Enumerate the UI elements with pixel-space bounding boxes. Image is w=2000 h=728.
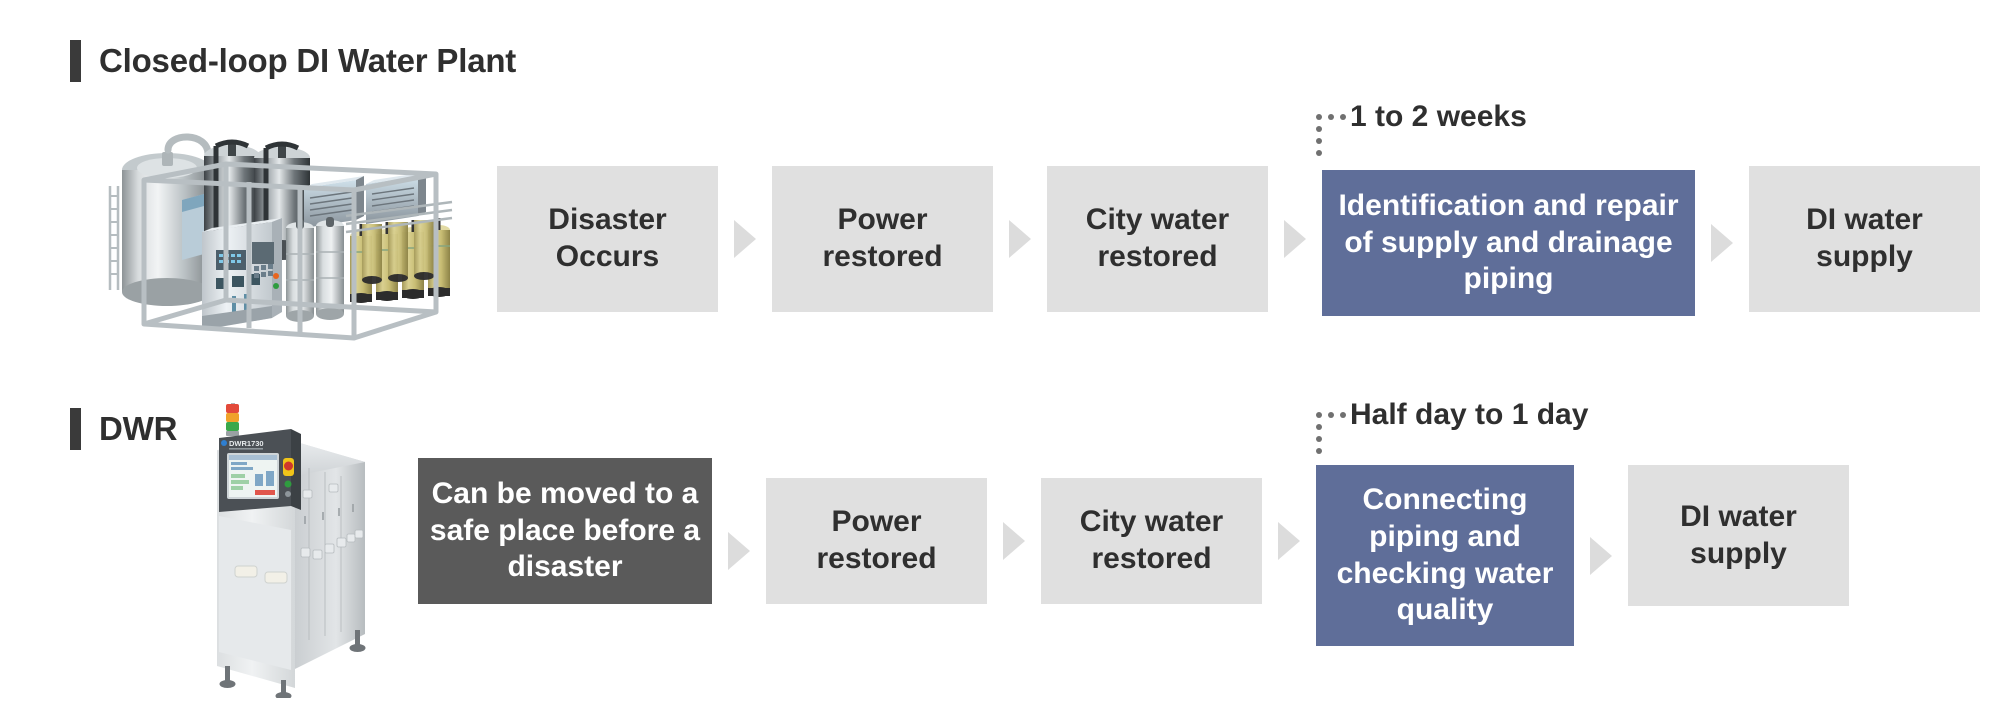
section-heading-dwr: DWR — [70, 408, 177, 450]
flow-arrow-1 — [718, 166, 772, 312]
triangle-right-icon — [1278, 522, 1300, 560]
triangle-right-icon — [728, 532, 750, 570]
flow-step-di-water-supply[interactable]: DI water supply — [1628, 465, 1849, 606]
triangle-right-icon — [1711, 224, 1733, 262]
duration-label: Half day to 1 day — [1350, 398, 1589, 431]
triangle-right-icon — [1003, 522, 1025, 560]
triangle-right-icon — [1009, 220, 1031, 258]
flow-row-closed-loop: Disaster Occurs Power restored City wate… — [497, 166, 1980, 316]
flow-step-city-water-restored[interactable]: City water restored — [1047, 166, 1268, 312]
duration-callout-2: Half day to 1 day — [1316, 400, 1588, 456]
flow-arrow-4 — [1695, 170, 1749, 316]
section-title: DWR — [99, 410, 178, 447]
duration-callout-1: 1 to 2 weeks — [1316, 102, 1527, 158]
dwr-panel-brand: DWR1730 — [229, 439, 264, 448]
flow-step-label: DI water supply — [1680, 499, 1797, 570]
triangle-right-icon — [734, 220, 756, 258]
closed-loop-di-water-plant-illustration — [104, 124, 464, 350]
flow-row-dwr: Can be moved to a safe place before a di… — [418, 458, 1849, 646]
section-heading-closed-loop: Closed-loop DI Water Plant — [70, 40, 516, 82]
flow-step-label: DI water supply — [1806, 203, 1923, 273]
flow-arrow-6 — [987, 478, 1041, 604]
flow-step-city-water-restored[interactable]: City water restored — [1041, 478, 1262, 604]
flow-arrow-8 — [1574, 465, 1628, 646]
flow-arrow-3 — [1268, 166, 1322, 312]
triangle-right-icon — [1590, 536, 1612, 575]
flow-step-connecting-piping-checking-water-quality[interactable]: Connecting piping and checking water qua… — [1316, 465, 1574, 646]
dotted-bracket-icon — [1316, 404, 1350, 456]
flow-step-disaster-occurs[interactable]: Disaster Occurs — [497, 166, 718, 312]
flow-step-label: City water restored — [1079, 505, 1224, 575]
flow-arrow-7 — [1262, 478, 1316, 604]
flow-step-move-to-safe-place[interactable]: Can be moved to a safe place before a di… — [418, 458, 712, 604]
flow-arrow-5 — [712, 478, 766, 624]
heading-accent-bar — [70, 40, 81, 82]
dwr-machine-illustration: DWR1730 — [205, 398, 395, 700]
flow-step-label: Connecting piping and checking water qua… — [1336, 483, 1554, 627]
flow-step-di-water-supply[interactable]: DI water supply — [1749, 166, 1980, 312]
flow-step-identification-repair-piping[interactable]: Identification and repair of supply and … — [1322, 170, 1695, 316]
flow-step-power-restored[interactable]: Power restored — [766, 478, 987, 604]
triangle-right-icon — [1284, 220, 1306, 258]
flow-arrow-2 — [993, 166, 1047, 312]
flow-step-label: Identification and repair of supply and … — [1338, 189, 1679, 296]
heading-accent-bar — [70, 408, 81, 450]
flow-step-label: Disaster Occurs — [548, 203, 667, 273]
flow-step-label: Power restored — [822, 203, 943, 273]
flow-step-power-restored[interactable]: Power restored — [772, 166, 993, 312]
flow-step-label: Can be moved to a safe place before a di… — [429, 477, 701, 584]
flow-step-label: City water restored — [1085, 203, 1230, 273]
dotted-bracket-icon — [1316, 106, 1350, 158]
section-title: Closed-loop DI Water Plant — [99, 42, 517, 79]
duration-label: 1 to 2 weeks — [1350, 100, 1527, 133]
flow-step-label: Power restored — [816, 505, 937, 575]
